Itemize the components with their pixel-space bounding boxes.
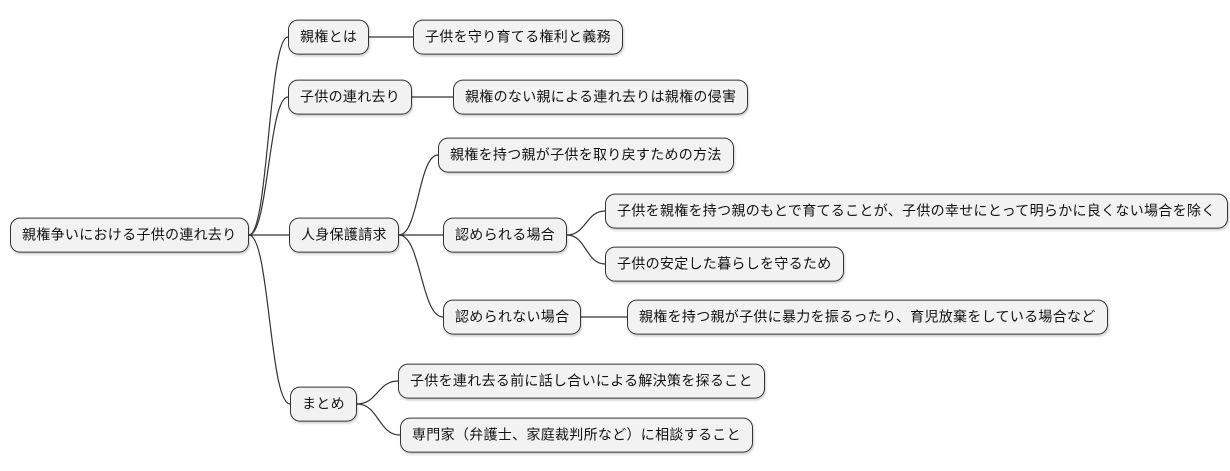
node-case-denied: 認められない場合	[443, 299, 582, 335]
node-method-to-take-back-child: 親権を持つ親が子供を取り戻すための方法	[438, 137, 734, 173]
node-case-granted: 認められる場合	[443, 217, 568, 253]
node-rights-and-duties: 子供を守り育てる権利と義務	[413, 19, 623, 55]
node-what-is-parental-authority: 親権とは	[288, 19, 370, 55]
node-granted-condition: 子供を親権を持つ親のもとで育てることが、子供の幸せにとって明らかに良くない場合を…	[605, 193, 1228, 229]
node-protect-stable-life: 子供の安定した暮らしを守るため	[605, 246, 844, 282]
node-root: 親権争いにおける子供の連れ去り	[10, 217, 249, 253]
node-habeas-corpus-request: 人身保護請求	[289, 217, 399, 253]
node-summary: まとめ	[290, 386, 357, 422]
node-child-abduction: 子供の連れ去り	[288, 79, 413, 115]
node-seek-solution-by-discussion: 子供を連れ去る前に話し合いによる解決策を探ること	[398, 363, 765, 399]
node-denied-condition: 親権を持つ親が子供に暴力を振るったり、育児放棄をしている場合など	[627, 299, 1108, 335]
node-abduction-infringement: 親権のない親による連れ去りは親権の侵害	[453, 79, 749, 115]
node-consult-experts: 専門家（弁護士、家庭裁判所など）に相談すること	[400, 417, 753, 453]
